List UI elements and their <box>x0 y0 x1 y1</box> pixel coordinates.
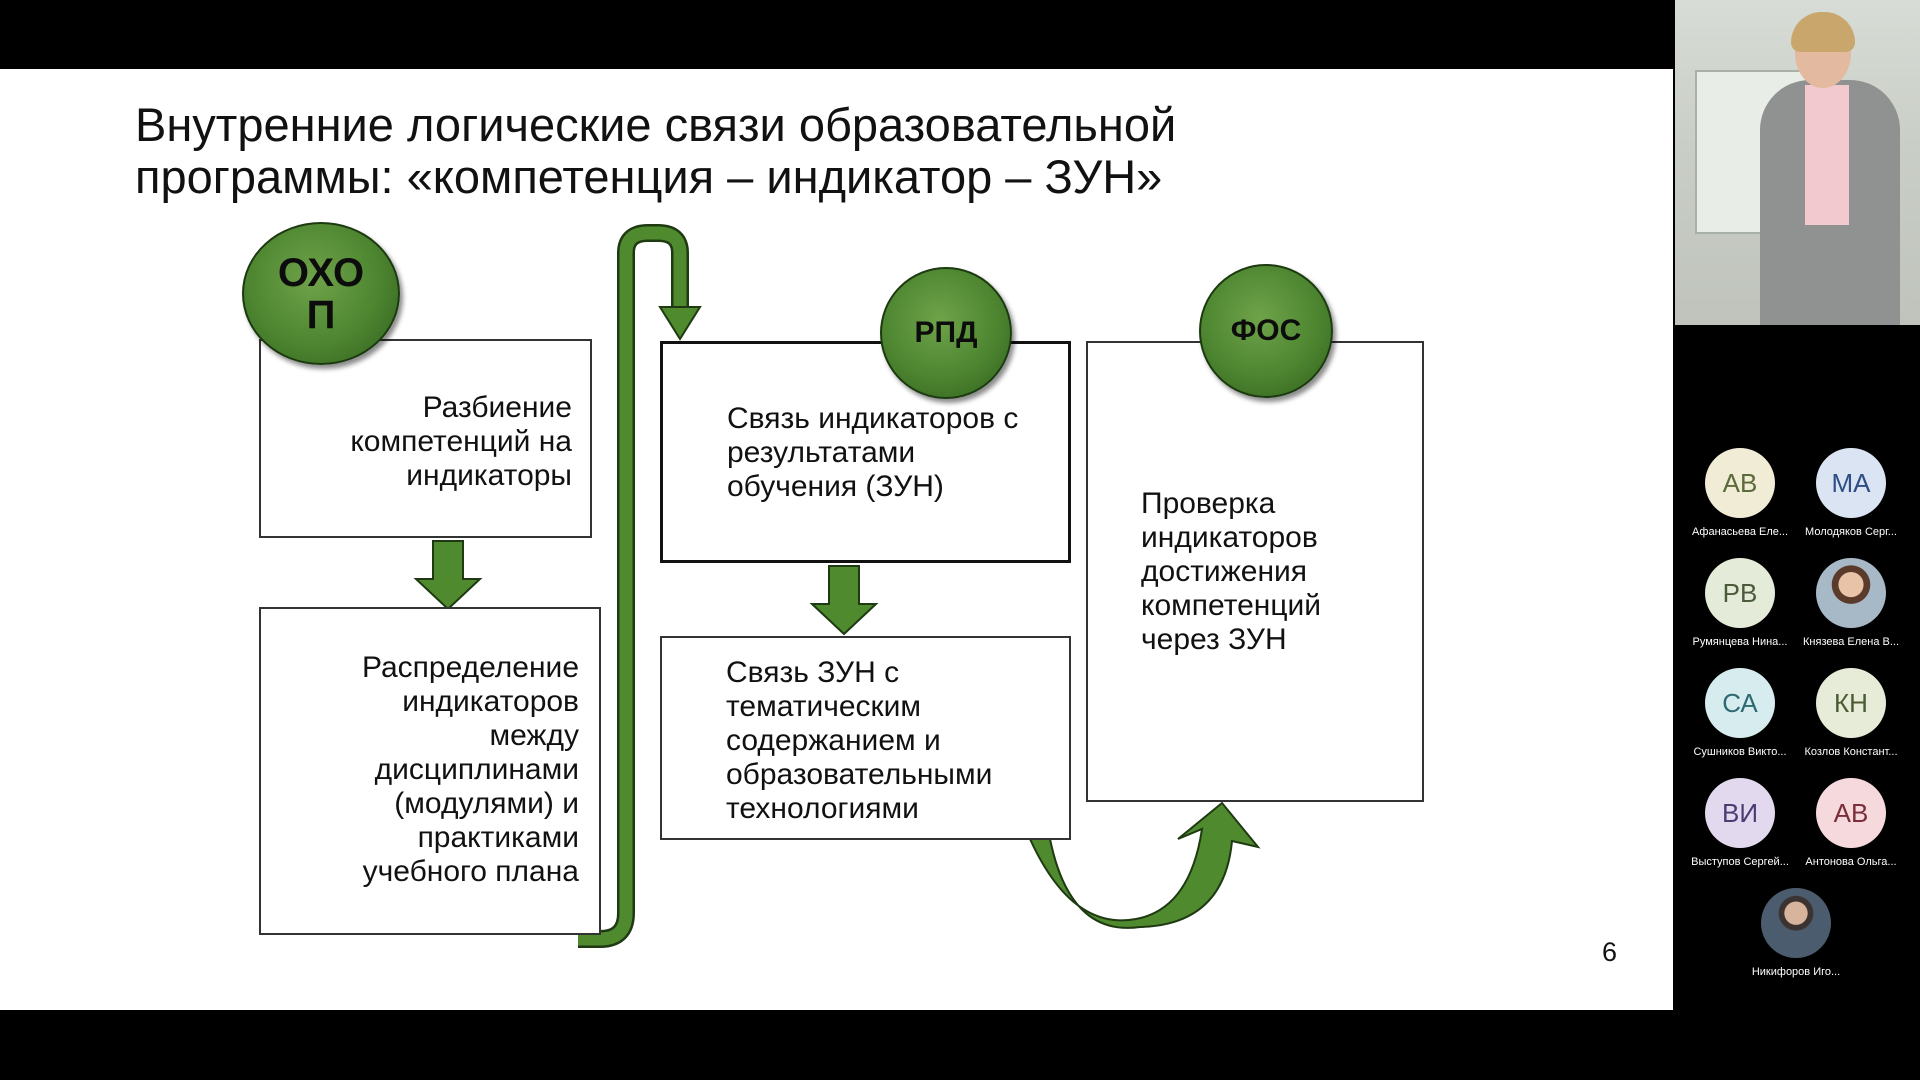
avatar-photo <box>1761 888 1831 958</box>
participant-tile[interactable]: АВ Афанасьева Еле... <box>1684 448 1796 538</box>
down-arrow-left <box>413 540 483 611</box>
participant-tile[interactable]: ВИ Выступов Сергей... <box>1684 778 1796 868</box>
participant-name: Выступов Сергей... <box>1691 856 1789 868</box>
box-distribution-text: Распределение индикаторов между дисципли… <box>361 651 579 888</box>
participant-tile[interactable]: Князева Елена В... <box>1795 558 1907 648</box>
down-arrow-middle <box>809 565 879 636</box>
box-verification: Проверка индикаторов достижения компетен… <box>1086 341 1424 802</box>
avatar-photo <box>1816 558 1886 628</box>
avatar: АВ <box>1705 448 1775 518</box>
badge-ohop: ОХО П <box>242 222 400 365</box>
participant-name: Никифоров Иго... <box>1751 966 1841 978</box>
slide-title-line-1: Внутренние логические связи образователь… <box>135 98 1177 151</box>
avatar: МА <box>1816 448 1886 518</box>
participant-name: Афанасьева Еле... <box>1691 526 1789 538</box>
avatar: СА <box>1705 668 1775 738</box>
diagram-arrows <box>413 224 1261 948</box>
participant-name: Козлов Констант... <box>1804 746 1898 758</box>
speaker-video[interactable] <box>1675 0 1920 325</box>
participant-name: Антонова Ольга... <box>1805 856 1897 868</box>
avatar: ВИ <box>1705 778 1775 848</box>
box-verification-text: Проверка индикаторов достижения компетен… <box>1141 487 1322 656</box>
participant-name: Князева Елена В... <box>1803 636 1899 648</box>
box-link-content-text: Связь ЗУН с тематическим содержанием и о… <box>726 656 993 825</box>
participant-tile[interactable]: Никифоров Иго... <box>1740 888 1852 978</box>
speaker-hair <box>1791 12 1855 52</box>
participant-name: Румянцева Нина... <box>1692 636 1788 648</box>
curved-up-arrow <box>1028 801 1261 929</box>
participant-tile[interactable]: РВ Румянцева Нина... <box>1684 558 1796 648</box>
box-split-text: Разбиение компетенций на индикаторы <box>350 391 572 492</box>
badge-fos: ФОС <box>1199 264 1333 398</box>
presentation-slide: Внутренние логические связи образователь… <box>0 69 1673 1010</box>
slide-title: Внутренние логические связи образователь… <box>135 99 1435 203</box>
avatar: АВ <box>1816 778 1886 848</box>
avatar: КН <box>1816 668 1886 738</box>
participant-tile[interactable]: АВ Антонова Ольга... <box>1795 778 1907 868</box>
participant-tile[interactable]: СА Сушников Викто... <box>1684 668 1796 758</box>
page-number: 6 <box>1602 937 1618 967</box>
participant-name: Молодяков Серг... <box>1805 526 1897 538</box>
box-split-competencies: Разбиение компетенций на индикаторы <box>259 339 592 538</box>
box-link-results: Связь индикаторов с результатами обучени… <box>660 341 1071 563</box>
speaker-shirt <box>1805 85 1849 225</box>
slide-title-line-2: программы: «компетенция – индикатор – ЗУ… <box>135 150 1163 203</box>
participant-name: Сушников Викто... <box>1693 746 1787 758</box>
box-link-content: Связь ЗУН с тематическим содержанием и о… <box>660 636 1071 840</box>
u-connector-head <box>658 306 702 341</box>
participant-tile[interactable]: МА Молодяков Серг... <box>1795 448 1907 538</box>
avatar: РВ <box>1705 558 1775 628</box>
box-link-results-text: Связь индикаторов с результатами обучени… <box>727 402 1019 503</box>
participant-tile[interactable]: КН Козлов Констант... <box>1795 668 1907 758</box>
box-distribution: Распределение индикаторов между дисципли… <box>259 607 601 935</box>
badge-rpd: РПД <box>880 267 1012 399</box>
